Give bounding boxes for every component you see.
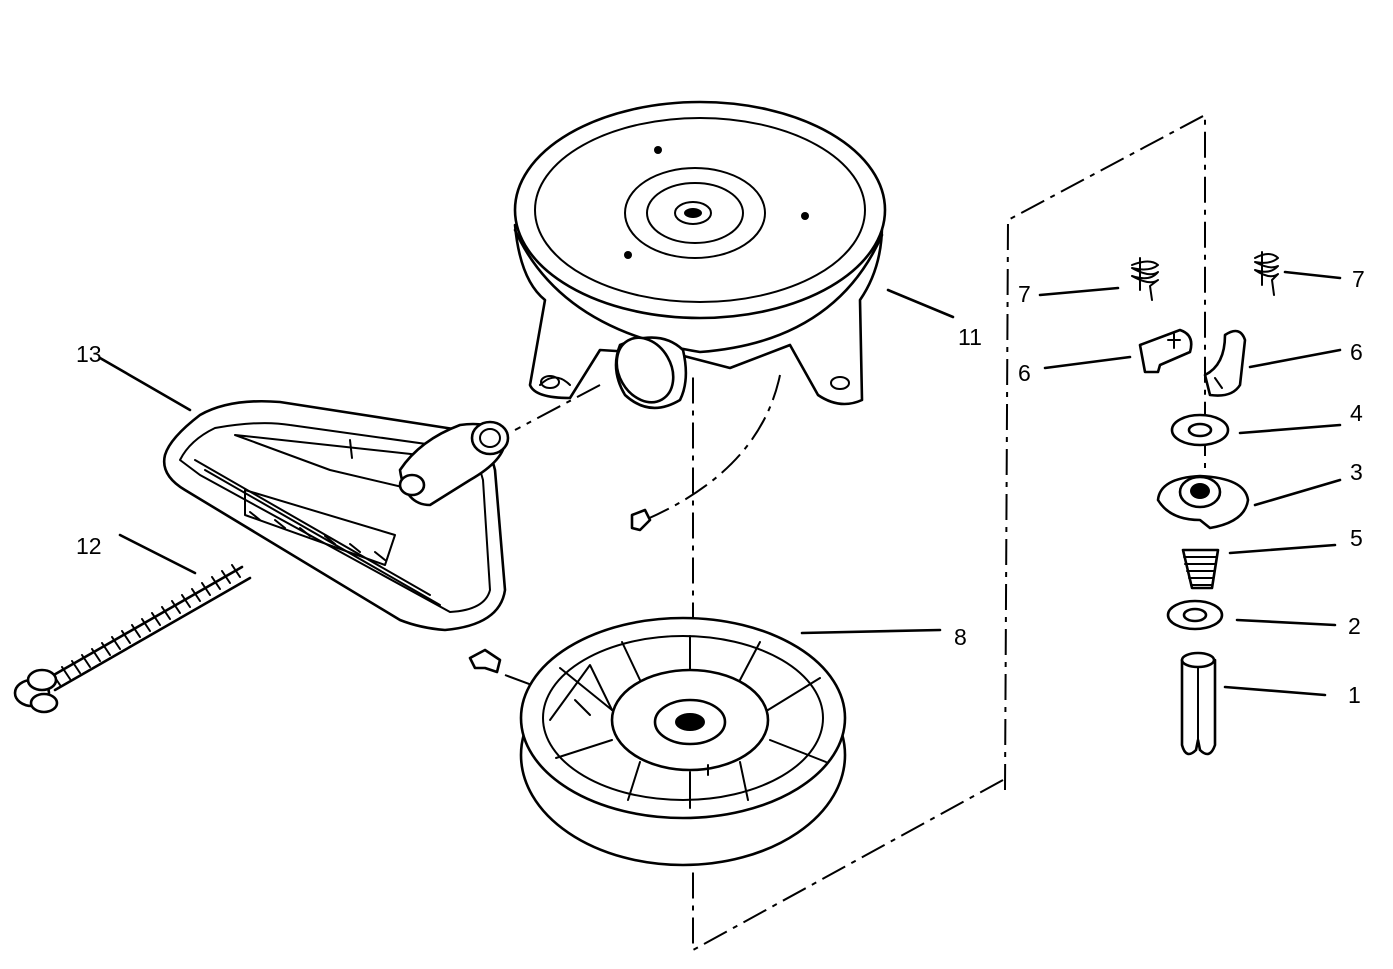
starter-housing bbox=[513, 100, 887, 410]
callout-7-right: 7 bbox=[1352, 266, 1365, 292]
small-clip-parts bbox=[468, 508, 652, 716]
pawl-right bbox=[1203, 329, 1247, 397]
retainer-spring bbox=[1181, 548, 1220, 590]
callout-11: 11 bbox=[958, 324, 982, 350]
callout-8: 8 bbox=[954, 624, 967, 650]
washer-top bbox=[1170, 413, 1230, 447]
pawl-spring-left bbox=[1131, 257, 1159, 301]
callout-6-right: 6 bbox=[1350, 339, 1363, 365]
leader-lines bbox=[98, 270, 1342, 697]
callout-2: 2 bbox=[1348, 613, 1361, 639]
pawl-retainer bbox=[1156, 474, 1250, 530]
callout-5: 5 bbox=[1350, 525, 1363, 551]
callout-1: 1 bbox=[1348, 682, 1361, 708]
callout-6-left: 6 bbox=[1018, 360, 1031, 386]
callout-13: 13 bbox=[76, 341, 102, 367]
part-callouts: 1 2 3 4 5 6 6 7 7 8 11 12 13 bbox=[76, 266, 1365, 708]
callout-4: 4 bbox=[1350, 400, 1363, 426]
pawl-spring-right bbox=[1254, 251, 1279, 296]
center-pin bbox=[1180, 651, 1217, 756]
callout-3: 3 bbox=[1350, 459, 1363, 485]
washer-bottom bbox=[1166, 599, 1224, 631]
callout-7-left: 7 bbox=[1018, 281, 1031, 307]
rope-pulley bbox=[519, 616, 847, 867]
pawl-left bbox=[1138, 328, 1193, 374]
starter-handle bbox=[162, 399, 510, 632]
starter-rope bbox=[13, 564, 252, 714]
callout-12: 12 bbox=[76, 533, 102, 559]
